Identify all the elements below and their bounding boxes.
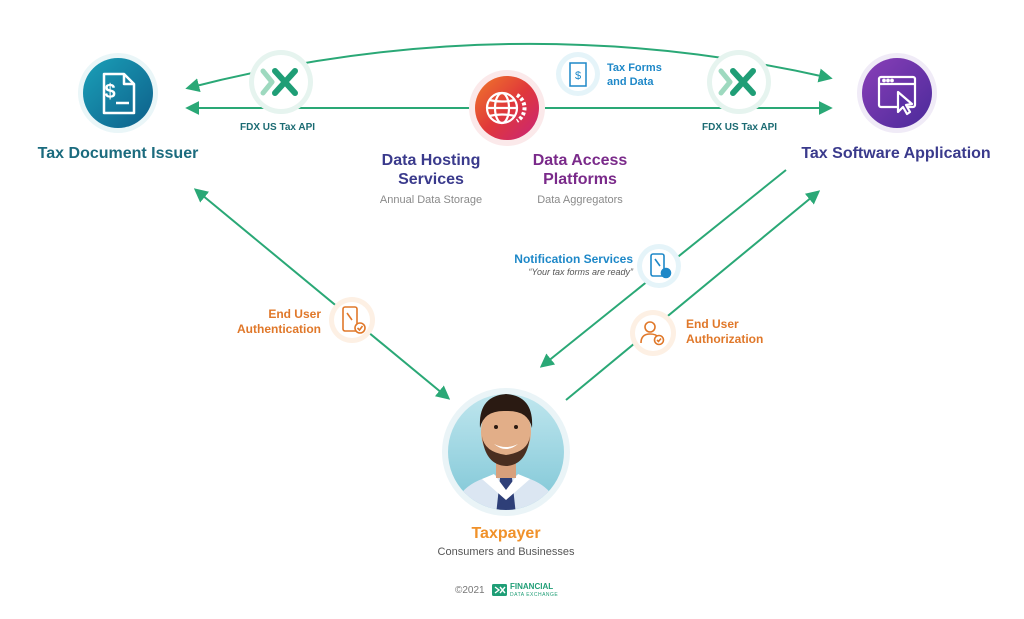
phone-bell-icon [650,253,672,279]
document-dollar-icon: $ [102,72,136,115]
data-access-subtitle: Data Aggregators [537,194,623,206]
svg-text:$: $ [104,81,115,103]
footer-logo-line2: DATA EXCHANGE [510,592,559,598]
phone-check-icon [342,306,366,334]
data-hosting-subtitle: Annual Data Storage [379,194,483,206]
arrow-issuer-to-taxpayer [193,188,451,400]
footer-logo-text: FINANCIAL DATA EXCHANGE [510,582,558,600]
data-hub-node [469,70,545,146]
data-access-line2: Platforms [543,171,617,188]
authentication-label: End User Authentication [237,307,321,337]
authorization-label: End User Authorization [686,317,763,347]
authentication-node [329,297,375,343]
fdx-footer-logo [492,584,507,596]
svg-text:$: $ [575,70,581,82]
data-hosting-title: Data Hosting Services [382,151,481,189]
tax-forms-node: $ [556,52,600,96]
data-hosting-line2: Services [398,171,464,188]
notification-title: Notification Services [514,252,633,266]
footer-logo-line1: FINANCIAL [510,582,554,591]
authentication-line2: Authentication [237,322,321,336]
authorization-node [630,310,676,356]
authentication-line1: End User [268,307,321,321]
notification-node [637,244,681,288]
tax-forms-label: Tax Forms and Data [607,61,662,89]
taxpayer-avatar [442,388,570,516]
tax-forms-line1: Tax Forms [607,62,662,74]
data-access-line1: Data Access [532,152,628,169]
fdx-api-label-left: FDX US Tax API [240,122,316,133]
tax-forms-line2: and Data [607,76,654,88]
browser-cursor-icon [877,75,917,116]
fdx-api-label-right: FDX US Tax API [702,122,778,133]
tax-document-issuer-title: Tax Document Issuer [37,145,199,162]
authorization-line1: End User [686,317,739,331]
taxpayer-title: Taxpayer [471,525,541,542]
tax-software-title: Tax Software Application [801,145,991,162]
data-hosting-line1: Data Hosting [381,152,481,169]
data-access-title: Data Access Platforms [533,151,628,189]
fdx-api-icon-right [707,50,771,114]
tax-software-node [857,53,937,133]
arrow-taxpayer-to-software [565,190,821,401]
authorization-line2: Authorization [686,332,764,346]
fdx-api-icon-left [249,50,313,114]
globe-gear-icon [485,91,527,125]
taxpayer-subtitle: Consumers and Businesses [437,546,575,558]
tax-document-issuer-node: $ [78,53,158,133]
notification-quote: “Your tax forms are ready” [528,267,633,277]
user-check-icon [640,321,665,346]
footer-copyright: ©2021 [455,585,485,596]
receipt-dollar-icon: $ [569,62,587,87]
